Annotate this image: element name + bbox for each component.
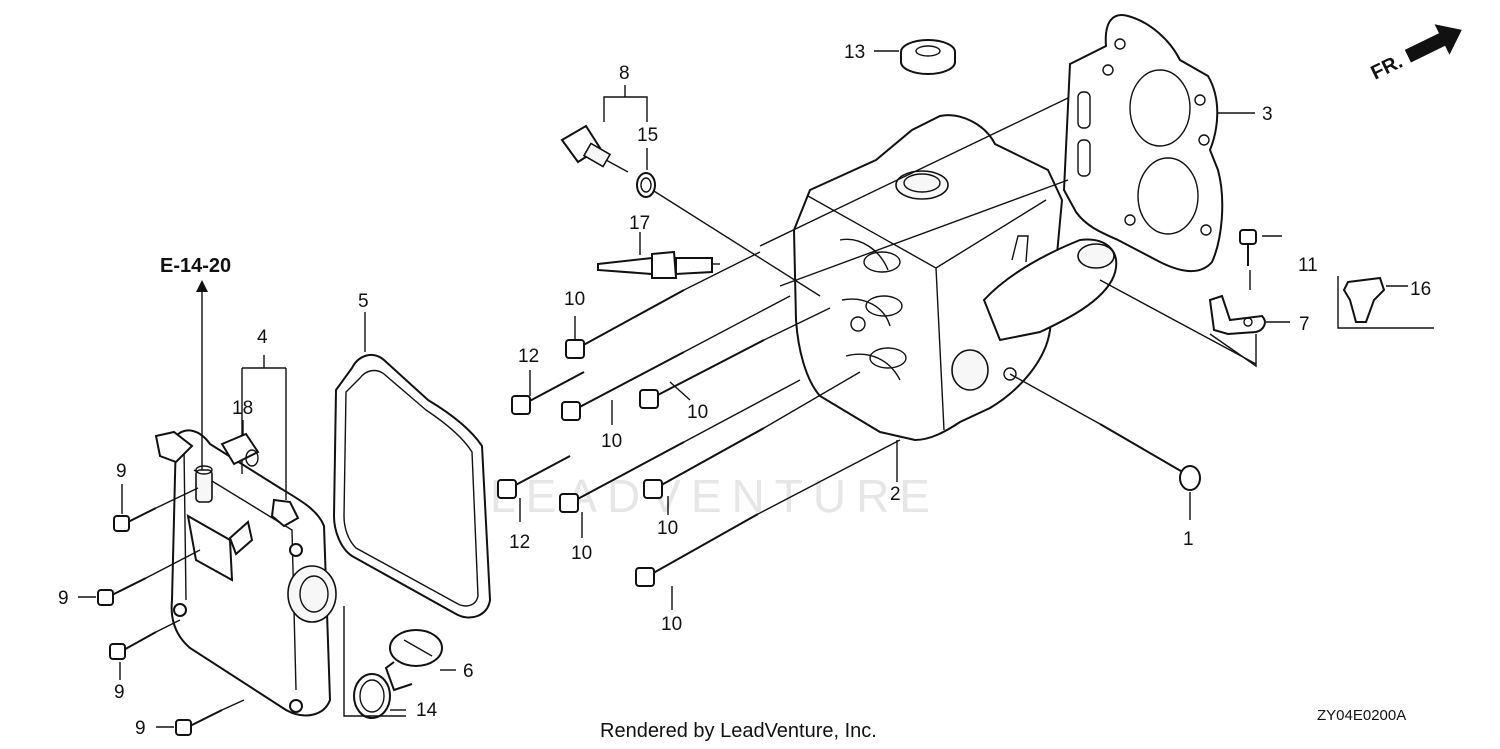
callout-9c: 9 [114,682,125,703]
callout-10b: 10 [687,402,708,423]
diagram-code: ZY04E0200A [1317,707,1406,724]
bolt-9-d[interactable] [175,709,223,736]
bolt-10-c[interactable] [639,339,765,409]
bolt-12-b[interactable] [497,455,571,499]
arrow-icon [1404,24,1462,63]
bolt-10-b[interactable] [561,351,685,421]
part-spark-plug-17[interactable] [597,250,720,279]
callout-4: 4 [257,327,268,348]
callout-8: 8 [619,63,630,84]
callout-12b: 12 [509,532,530,553]
part-o-ring-14[interactable] [353,673,391,719]
callout-10c: 10 [601,431,622,452]
bolt-9-b[interactable] [97,577,147,606]
callout-13: 13 [844,42,865,63]
arrow-up-icon [196,280,208,292]
callout-11: 11 [1298,255,1318,276]
bolt-10-f[interactable] [635,513,759,587]
callout-9b: 9 [58,588,69,609]
callout-14: 14 [416,700,438,721]
callout-5: 5 [358,291,369,312]
callout-7: 7 [1299,314,1310,335]
callout-17: 17 [629,213,650,234]
part-washer-15[interactable] [636,172,656,198]
part-oil-seal-13[interactable] [900,39,956,75]
callout-labels: 1 2 3 4 5 6 7 8 9 9 9 9 10 10 10 10 10 1… [58,42,1431,739]
callout-16: 16 [1410,279,1431,300]
callout-9a: 9 [116,461,127,482]
callout-12a: 12 [518,346,539,367]
callout-1: 1 [1183,529,1194,550]
callout-10a: 10 [564,289,585,310]
part-oil-filler-cap-6[interactable] [384,629,443,692]
part-breather-18[interactable] [220,432,260,467]
part-cylinder-head-2[interactable] [792,114,1118,442]
footer-credit: Rendered by LeadVenture, Inc. [600,720,877,742]
part-bracket-7[interactable] [1208,294,1266,336]
part-head-cover-4[interactable] [154,429,337,717]
callout-10d: 10 [657,518,678,539]
part-bolt-11[interactable] [1239,229,1257,266]
callout-6: 6 [463,661,474,682]
front-direction-label: FR. [1368,51,1407,85]
callout-3: 3 [1262,104,1273,125]
callout-9d: 9 [135,718,146,739]
part-clip-16[interactable] [1342,276,1386,323]
watermark-text: LEADVENTURE [490,470,940,522]
bolt-12-a[interactable] [511,371,585,415]
callout-10f: 10 [661,614,682,635]
callout-10e: 10 [571,543,592,564]
callout-18: 18 [232,398,253,419]
bolt-10-e[interactable] [643,427,765,499]
bolt-1[interactable] [1099,423,1201,491]
part-cover-gasket-5[interactable] [332,353,492,619]
bolt-10-a[interactable] [565,289,685,359]
bolt-9-a[interactable] [113,507,157,532]
part-head-gasket-3[interactable] [1062,14,1224,272]
bolt-10-d[interactable] [559,441,685,513]
callout-2: 2 [890,484,901,505]
bolt-9-c[interactable] [109,631,157,660]
part-sensor-8[interactable] [560,124,629,173]
callout-15: 15 [637,125,658,146]
reference-label[interactable]: E-14-20 [160,255,231,277]
front-direction-arrow: FR. [1368,24,1462,85]
